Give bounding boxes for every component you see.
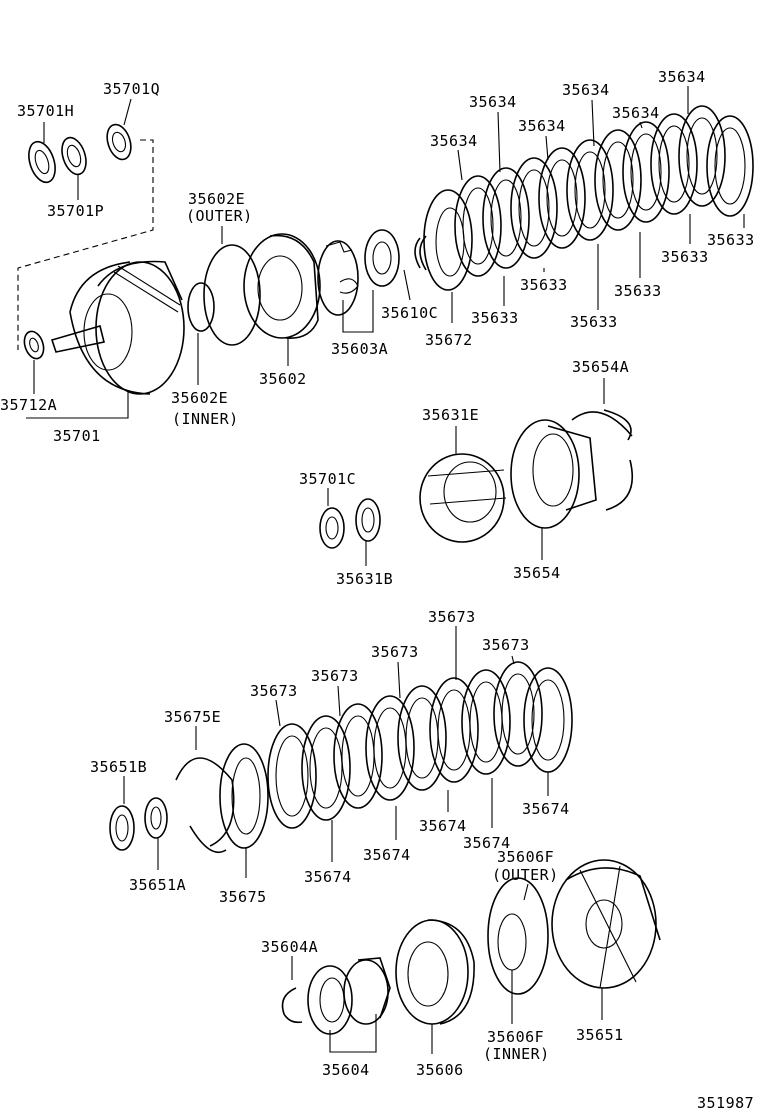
label-35602E-outer-num: 35602E [188,190,245,208]
label-35673-b: 35673 [482,636,530,654]
label-35651: 35651 [576,1026,624,1044]
leader-35610C [403,269,411,301]
label-35701P: 35701P [47,202,104,220]
label-35701Q: 35701Q [103,80,160,98]
label-35674-c: 35674 [419,817,467,835]
part-35602E-outer-oring [203,244,261,346]
label-35673-e: 35673 [250,682,298,700]
label-35672: 35672 [425,331,473,349]
label-35651B: 35651B [90,758,147,776]
part-35654A-snap-ring [571,409,634,511]
label-35634-a: 35634 [430,132,478,150]
label-35633-f: 35633 [707,231,755,249]
label-35674-a: 35674 [304,868,352,886]
label-35633-a: 35633 [471,309,519,327]
label-35654: 35654 [513,564,561,582]
part-35651-drum [551,859,661,989]
diagram-code: 351987 [697,1094,754,1112]
part-35701-drum [23,260,185,395]
label-35673-d: 35673 [311,667,359,685]
label-35675: 35675 [219,888,267,906]
part-35701H-washer [28,140,56,184]
part-35602-piston [243,233,321,339]
part-35651B-bearing [109,805,135,851]
label-35602E-outer-tag: (OUTER) [186,207,253,225]
label-35634-f: 35634 [658,68,706,86]
leader-35606F-outer [523,883,529,901]
part-35631B-bearing [355,498,381,542]
label-35604A: 35604A [261,938,318,956]
label-35633-b: 35633 [520,276,568,294]
label-35633-d: 35633 [614,282,662,300]
label-35633-c: 35633 [570,313,618,331]
leaders-35633 [503,214,745,310]
leaders-35674 [331,772,549,862]
label-35634-b: 35634 [469,93,517,111]
part-35604A-snap-ring [281,987,303,1024]
leaders-35673 [275,626,515,727]
leader-35603A [342,290,374,333]
leader-35604 [329,1014,377,1053]
label-35602E-inner-tag: (INNER) [172,410,239,428]
part-35602E-inner-oring [187,282,215,332]
label-35674-e: 35674 [522,800,570,818]
part-35701P-washer [61,136,87,176]
leader-35701 [26,390,129,419]
label-35602: 35602 [259,370,307,388]
part-35631E-one-way-clutch [419,453,507,543]
label-35606F-inner-tag: (INNER) [483,1045,550,1063]
label-35602E-inner-num: 35602E [171,389,228,407]
label-35673-a: 35673 [428,608,476,626]
label-35701C: 35701C [299,470,356,488]
part-35606F-oring [487,877,549,995]
label-35654A: 35654A [572,358,629,376]
label-35634-c: 35634 [518,117,566,135]
label-35712A: 35712A [0,396,57,414]
label-35631E: 35631E [422,406,479,424]
label-35634-d: 35634 [562,81,610,99]
part-35610C-bearing [364,229,400,287]
label-35675E: 35675E [164,708,221,726]
label-35651A: 35651A [129,876,186,894]
label-35631B: 35631B [336,570,393,588]
part-35701C-bearing [319,507,345,549]
part-35654-hub [510,419,597,529]
part-35701Q-washer [106,123,132,161]
part-labels: 35701H 35701Q 35701P 35602E (OUTER) 3571… [0,68,755,1112]
label-35674-b: 35674 [363,846,411,864]
part-35604-one-way-clutch [307,957,391,1035]
label-35604: 35604 [322,1061,370,1079]
part-35672-flange [423,189,473,291]
label-35606: 35606 [416,1061,464,1079]
part-35651A-washer [144,797,168,839]
label-35603A: 35603A [331,340,388,358]
part-35606-carrier [395,919,475,1025]
label-35634-e: 35634 [612,104,660,122]
label-35701: 35701 [53,427,101,445]
part-35603A-spring [317,240,359,316]
label-35606F-outer-num: 35606F [497,848,554,866]
clutch-plate-stack-1 [454,105,754,277]
part-35675E-snap-ring [175,757,235,854]
label-35610C: 35610C [381,304,438,322]
assembly-bracket-dashed [17,139,154,350]
label-35673-c: 35673 [371,643,419,661]
label-35633-e: 35633 [661,248,709,266]
clutch-plate-stack-2 [267,661,573,829]
part-35675-flange [219,743,269,849]
label-35674-d: 35674 [463,834,511,852]
label-35701H: 35701H [17,102,74,120]
label-35606F-inner-num: 35606F [487,1028,544,1046]
label-35606F-outer-tag: (OUTER) [492,866,559,884]
leaders-35634 [457,86,689,181]
leader-35701Q [123,98,132,126]
